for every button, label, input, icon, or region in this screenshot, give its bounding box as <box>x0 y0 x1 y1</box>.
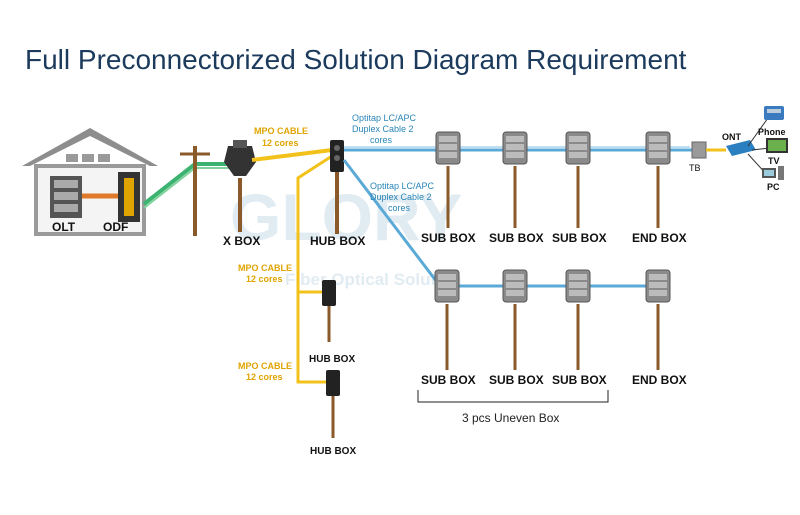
row1-sub-box-3-label: SUB BOX <box>552 231 607 245</box>
row1-end-box-label: END BOX <box>632 231 687 245</box>
mpo-cable-3-name: MPO CABLE <box>238 361 292 371</box>
row2-sub-box-3-label: SUB BOX <box>552 373 607 387</box>
pc-icon <box>762 166 784 180</box>
hub-box-top-label: HUB BOX <box>310 234 365 248</box>
ont-device <box>726 140 756 156</box>
terminal-box <box>691 141 707 159</box>
row1-sub-box-1-label: SUB BOX <box>421 231 476 245</box>
optitap-cable-2-line2: Duplex Cable 2 <box>370 192 432 202</box>
phone-label: Phone <box>758 127 786 137</box>
mpo-cable-branch <box>296 154 333 384</box>
row2-sub-box-3 <box>565 269 591 370</box>
mpo-cable-2-cores: 12 cores <box>246 274 283 284</box>
x-box-label: X BOX <box>223 234 260 248</box>
mpo-cable-3-cores: 12 cores <box>246 372 283 382</box>
row1-end-box <box>645 131 671 228</box>
watermark-brand: GLORY <box>230 180 462 254</box>
row2-sub-box-2 <box>502 269 528 370</box>
row2-end-box-label: END BOX <box>632 373 687 387</box>
olt-label: OLT <box>52 220 76 234</box>
hub-box-middle-label: HUB BOX <box>309 354 355 365</box>
hub-box-bottom <box>326 370 340 438</box>
hub-box-top <box>330 140 344 234</box>
row1-sub-box-2-label: SUB BOX <box>489 231 544 245</box>
drop-cable-row2 <box>342 159 662 288</box>
tb-label: TB <box>689 163 701 173</box>
page-title: Full Preconnectorized Solution Diagram R… <box>25 44 687 75</box>
phone-icon <box>764 106 784 120</box>
mpo-cable-1-name: MPO CABLE <box>254 126 308 136</box>
optitap-cable-1-line1: Optitap LC/APC <box>352 113 417 123</box>
hub-box-middle <box>322 280 336 342</box>
optitap-cable-2-line3: cores <box>388 203 411 213</box>
row1-sub-box-2 <box>502 131 528 228</box>
optitap-cable-1-line3: cores <box>370 135 393 145</box>
utility-pole <box>180 146 210 236</box>
mpo-cable-1-cores: 12 cores <box>262 138 299 148</box>
hub-box-bottom-label: HUB BOX <box>310 446 356 457</box>
row2-sub-box-1-label: SUB BOX <box>421 373 476 387</box>
row1-sub-box-1 <box>435 131 461 228</box>
central-office-house <box>22 128 158 236</box>
tv-icon <box>766 138 788 153</box>
tv-label: TV <box>768 156 780 166</box>
x-box-closure <box>224 140 256 232</box>
row2-end-box <box>645 269 671 370</box>
odf-label: ODF <box>103 220 128 234</box>
optitap-cable-2-line1: Optitap LC/APC <box>370 181 435 191</box>
optitap-cable-1-line2: Duplex Cable 2 <box>352 124 414 134</box>
mpo-cable-2-name: MPO CABLE <box>238 263 292 273</box>
uneven-box-bracket <box>417 390 609 403</box>
row1-sub-box-3 <box>565 131 591 228</box>
uneven-box-caption: 3 pcs Uneven Box <box>462 411 559 425</box>
row2-sub-box-2-label: SUB BOX <box>489 373 544 387</box>
ont-label: ONT <box>722 132 742 142</box>
row2-sub-box-1 <box>434 269 460 370</box>
mpo-cable-main <box>251 148 333 162</box>
pc-label: PC <box>767 182 780 192</box>
